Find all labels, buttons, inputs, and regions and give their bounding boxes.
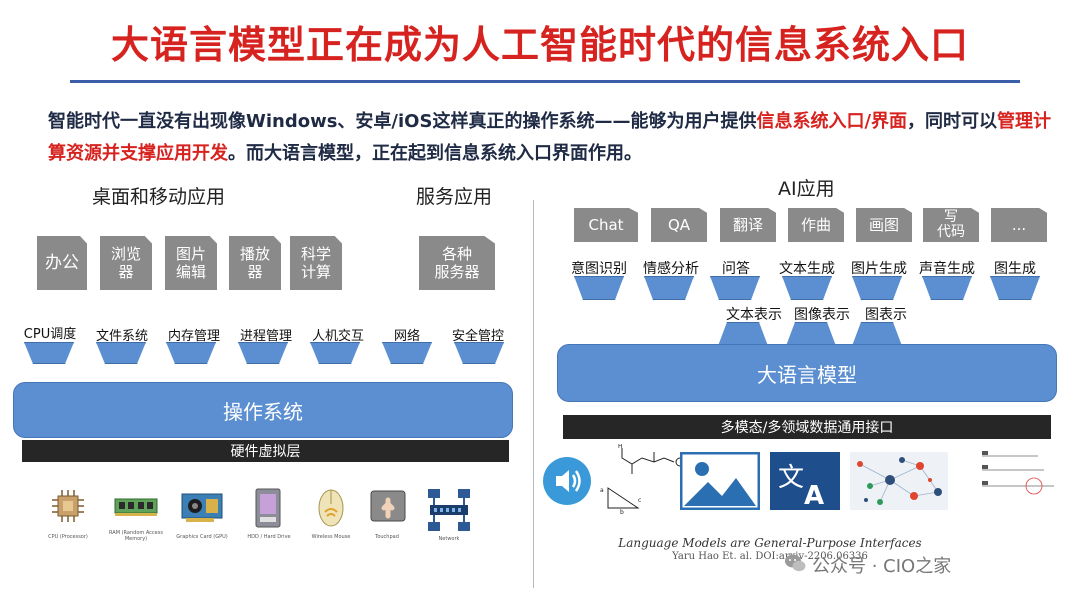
hw-label-cpu: CPU (Processor) — [48, 534, 88, 540]
repr-graph-block — [852, 322, 902, 346]
os-func-network-block — [382, 342, 432, 364]
llm-layer: 大语言模型 — [557, 344, 1057, 402]
repr-text-block — [718, 322, 768, 346]
app-card-browser: 浏览 器 — [100, 236, 152, 290]
repr-graph: 图表示 — [865, 307, 907, 323]
ability-image-gen: 图片生成 — [851, 261, 907, 277]
network-icon — [426, 488, 472, 532]
svg-text:A: A — [804, 481, 824, 510]
intro-text-1: 智能时代一直没有出现像Windows、安卓/iOS这样真正的操作系统——能够为用… — [48, 111, 757, 132]
ai-card-chat: Chat — [574, 208, 638, 242]
ability-audio-gen: 声音生成 — [919, 261, 975, 277]
knowledge-graph-icon — [850, 452, 948, 510]
hard-drive-icon — [255, 488, 281, 528]
app-card-science: 科学 计算 — [290, 236, 342, 290]
os-func-memory-block — [166, 342, 216, 364]
ai-card-qa: QA — [651, 208, 707, 242]
touchpad-icon — [370, 490, 406, 528]
ability-sentiment-block — [644, 276, 694, 300]
app-card-image-editor: 图片 编辑 — [165, 236, 217, 290]
page-title: 大语言模型正在成为人工智能时代的信息系统入口 — [110, 23, 969, 67]
image-icon — [679, 451, 761, 511]
formula-icon — [978, 446, 1058, 496]
intro-text-3: 。而大语言模型，正在起到信息系统入口界面作用。 — [228, 143, 642, 164]
service-apps-label: 服务应用 — [416, 186, 493, 208]
mouse-icon — [318, 488, 344, 528]
hw-label-network: Network — [438, 536, 460, 542]
audio-icon — [542, 456, 592, 506]
ai-card-compose: 作曲 — [788, 208, 844, 242]
intro-highlight-1: 信息系统入口/界面 — [756, 111, 908, 132]
os-func-security: 安全管控 — [451, 329, 504, 344]
citation-title: Language Models are General-Purpose Inte… — [618, 536, 922, 550]
app-card-player: 播放 器 — [229, 236, 281, 290]
ability-intent-block — [574, 276, 624, 300]
repr-image: 图像表示 — [794, 307, 850, 323]
citation-author: Yaru Hao Et. al. DOI:arxiv-2206.06336 — [672, 551, 868, 562]
os-func-filesystem: 文件系统 — [95, 329, 148, 344]
multimodal-interface-layer: 多模态/多领域数据通用接口 — [563, 415, 1051, 439]
ability-audio-gen-block — [922, 276, 972, 300]
ai-card-more: ... — [991, 208, 1047, 242]
os-func-memory: 内存管理 — [167, 329, 220, 344]
hw-label-touchpad: Touchpad — [375, 534, 399, 540]
svg-text:文: 文 — [778, 463, 804, 493]
ai-card-code: 写 代码 — [923, 208, 979, 242]
watermark: 公众号 · CIO之家 — [784, 552, 951, 578]
ability-qa-block — [710, 276, 760, 300]
app-card-servers: 各种 服务器 — [419, 236, 495, 290]
watermark-text: 公众号 · CIO之家 — [812, 556, 952, 577]
os-func-process: 进程管理 — [239, 329, 292, 344]
desktop-apps-label: 桌面和移动应用 — [92, 186, 226, 208]
ability-qa: 问答 — [722, 261, 750, 277]
os-layer: 操作系统 — [13, 382, 513, 438]
repr-image-block — [786, 322, 836, 346]
ai-apps-label: AI应用 — [778, 178, 835, 200]
os-func-cpu: CPU调度 — [23, 327, 77, 342]
ram-icon — [114, 496, 158, 518]
svg-text:a: a — [600, 487, 604, 494]
app-card-office: 办公 — [37, 236, 87, 290]
ability-image-gen-block — [852, 276, 902, 300]
hw-label-ram: RAM (Random Access Memory) — [109, 530, 163, 542]
os-func-network: 网络 — [393, 329, 420, 344]
svg-text:b: b — [620, 509, 624, 514]
gpu-icon — [180, 490, 224, 526]
intro-text-2: ，同时可以 — [907, 111, 998, 132]
svg-text:c: c — [638, 497, 641, 504]
ability-graph-gen: 图生成 — [994, 261, 1036, 277]
hardware-virtual-layer: 硬件虚拟层 — [22, 440, 509, 462]
wechat-icon — [784, 553, 806, 578]
os-func-process-block — [238, 342, 288, 364]
ability-intent: 意图识别 — [571, 261, 627, 277]
cpu-icon — [50, 488, 86, 528]
ai-card-draw: 画图 — [856, 208, 912, 242]
os-func-filesystem-block — [96, 342, 146, 364]
os-func-hci: 人机交互 — [311, 329, 364, 344]
ability-text-gen-block — [782, 276, 832, 300]
os-func-security-block — [454, 342, 504, 364]
os-func-cpu-block — [24, 342, 74, 364]
ability-text-gen: 文本生成 — [779, 261, 835, 277]
hw-label-mouse: Wireless Mouse — [311, 534, 351, 540]
ability-sentiment: 情感分析 — [643, 261, 699, 277]
intro-paragraph: 智能时代一直没有出现像Windows、安卓/iOS这样真正的操作系统——能够为用… — [48, 106, 1058, 170]
svg-text:H: H — [618, 444, 623, 450]
ai-card-translate: 翻译 — [720, 208, 776, 242]
repr-text: 文本表示 — [726, 307, 782, 323]
hw-label-gpu: Graphics Card (GPU) — [176, 534, 228, 540]
section-divider — [533, 200, 534, 588]
hw-label-hdd: HDD / Hard Drive — [247, 534, 291, 540]
title-divider — [70, 80, 1020, 83]
os-func-hci-block — [310, 342, 360, 364]
intro-highlight-2: 管理计算资源并支撑应用开发 — [48, 111, 1052, 164]
ability-graph-gen-block — [990, 276, 1040, 300]
